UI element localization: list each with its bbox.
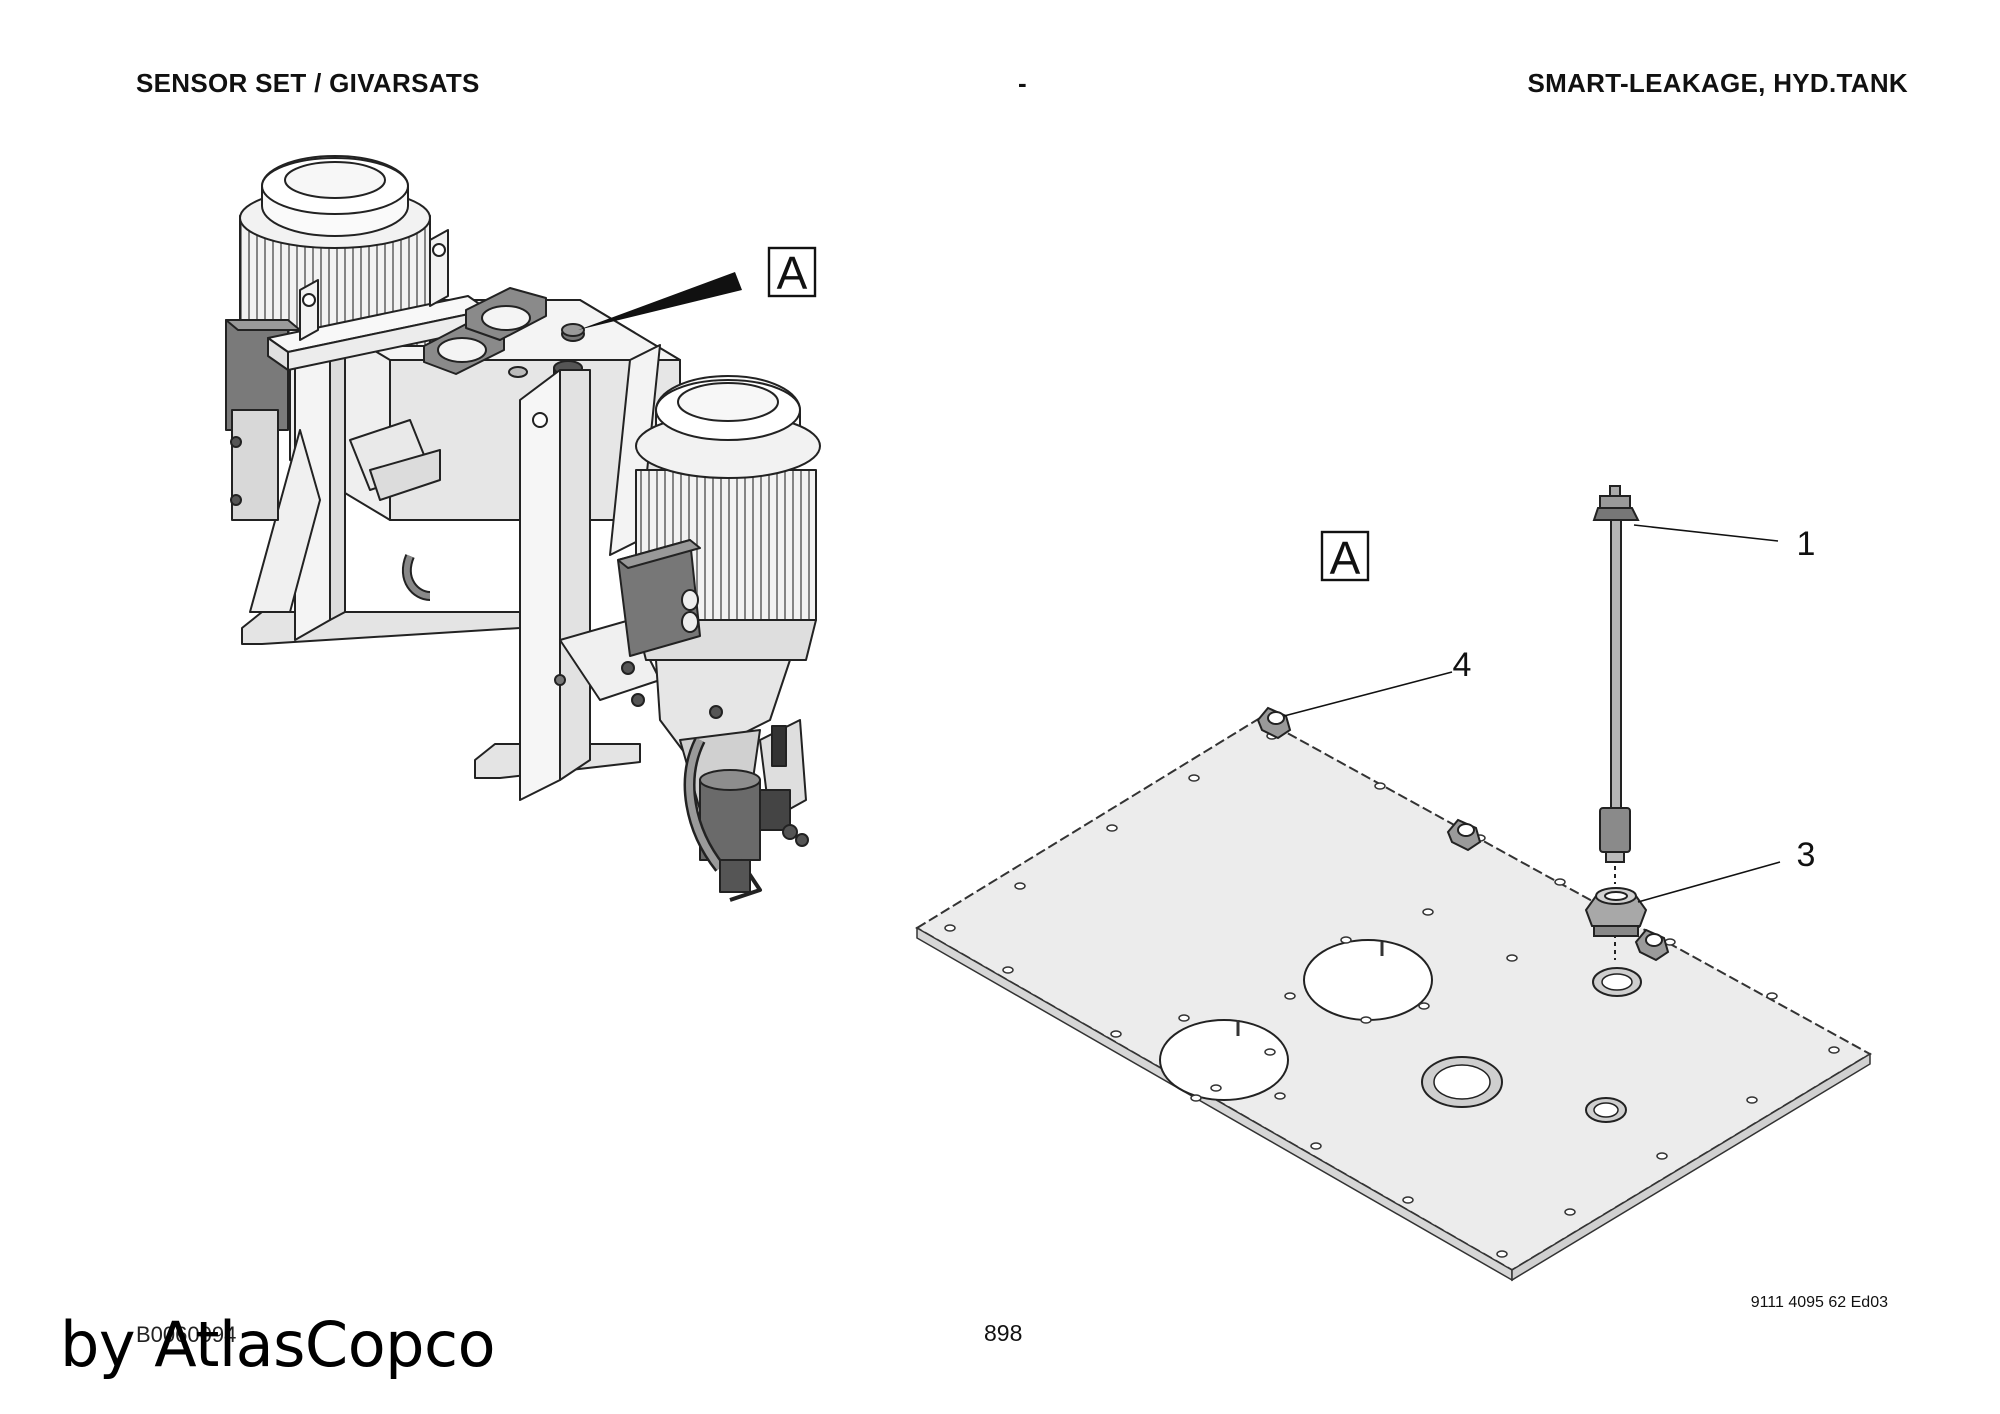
sensor-adapter-nut [1584, 887, 1648, 937]
callout-4: 4 [1453, 646, 1472, 684]
watermark: by AtlasCopco [60, 1308, 496, 1381]
plate-opening-large-2 [1159, 1019, 1289, 1101]
leakage-sensor-rod [1592, 485, 1640, 960]
detail-marker-label: A [777, 247, 808, 299]
drawing-id: B0060094 [136, 1322, 237, 1347]
callout-leaders [1283, 524, 1781, 903]
hydraulic-power-unit-illustration [225, 155, 821, 902]
callout-3: 3 [1797, 836, 1816, 874]
marker-frame [767, 246, 817, 298]
callout-1: 1 [1797, 525, 1816, 563]
detail-view-marker: A [578, 246, 817, 330]
cable-clips [1256, 706, 1670, 962]
header-left-title: SENSOR SET / GIVARSATS [136, 68, 480, 98]
detail-title-label: A [1330, 532, 1361, 584]
header-right-title: SMART-LEAKAGE, HYD.TANK [1527, 68, 1908, 98]
detail-title-frame [1320, 530, 1370, 582]
plate-opening-large-1 [1303, 939, 1433, 1021]
header-center-title: - [1018, 68, 1027, 98]
marker-leader-wedge [578, 272, 742, 330]
detail-view-a-illustration: A [915, 485, 1873, 1282]
page-number: 898 [984, 1320, 1023, 1346]
document-number: 9111 4095 62 Ed03 [1750, 1294, 1888, 1311]
